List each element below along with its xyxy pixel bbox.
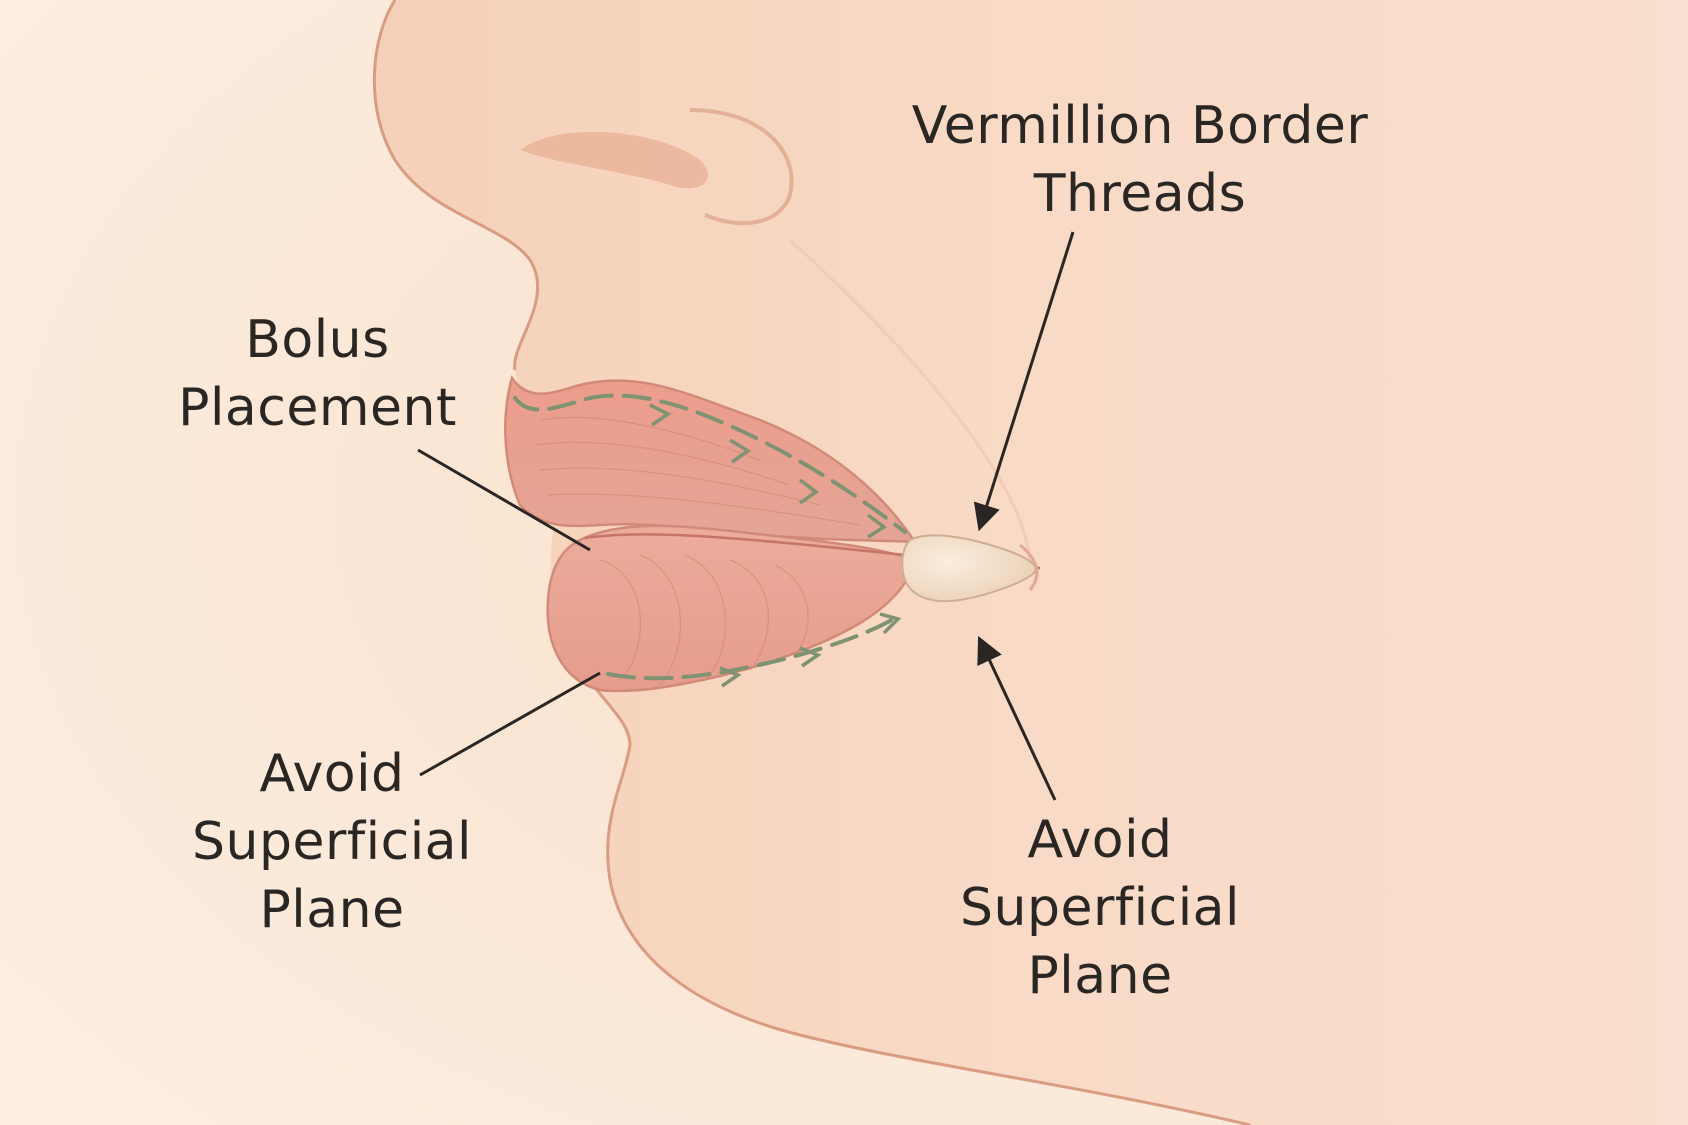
lower-lip-texture [599, 554, 809, 686]
upper-lip-texture [534, 416, 861, 526]
nostril [520, 131, 709, 189]
bolus [901, 534, 1037, 603]
label-vermillion-border-threads: Vermillion Border Threads [880, 92, 1400, 228]
label-avoid-superficial-plane-right: Avoid Superficial Plane [940, 806, 1260, 1010]
label-bolus-placement: Bolus Placement [150, 306, 485, 442]
label-bolus-line-1: Bolus [245, 310, 390, 370]
pointer-bolus [417, 448, 591, 552]
label-avoid-right-line-3: Plane [1027, 946, 1173, 1006]
label-avoid-left-line-3: Plane [259, 880, 405, 940]
upper-thread [513, 393, 907, 539]
label-bolus-line-2: Placement [178, 378, 457, 438]
nasolabial-fold [788, 238, 1032, 561]
nose-wing [689, 108, 794, 226]
face-outline [372, 0, 539, 371]
label-avoid-superficial-plane-left: Avoid Superficial Plane [172, 740, 492, 944]
lower-lip [546, 524, 917, 693]
pointer-avoid-right [977, 635, 1057, 801]
chin-outline [573, 659, 1251, 1125]
pointer-avoid-left [419, 671, 601, 777]
label-vermillion-line-2: Threads [1033, 164, 1247, 224]
label-vermillion-line-1: Vermillion Border [911, 96, 1369, 156]
label-avoid-right-line-1: Avoid [1027, 810, 1173, 870]
label-avoid-left-line-2: Superficial [192, 812, 472, 872]
lower-thread [606, 612, 902, 688]
pointer-vermillion [973, 231, 1075, 532]
label-avoid-right-line-2: Superficial [960, 878, 1240, 938]
label-avoid-left-line-1: Avoid [259, 744, 405, 804]
